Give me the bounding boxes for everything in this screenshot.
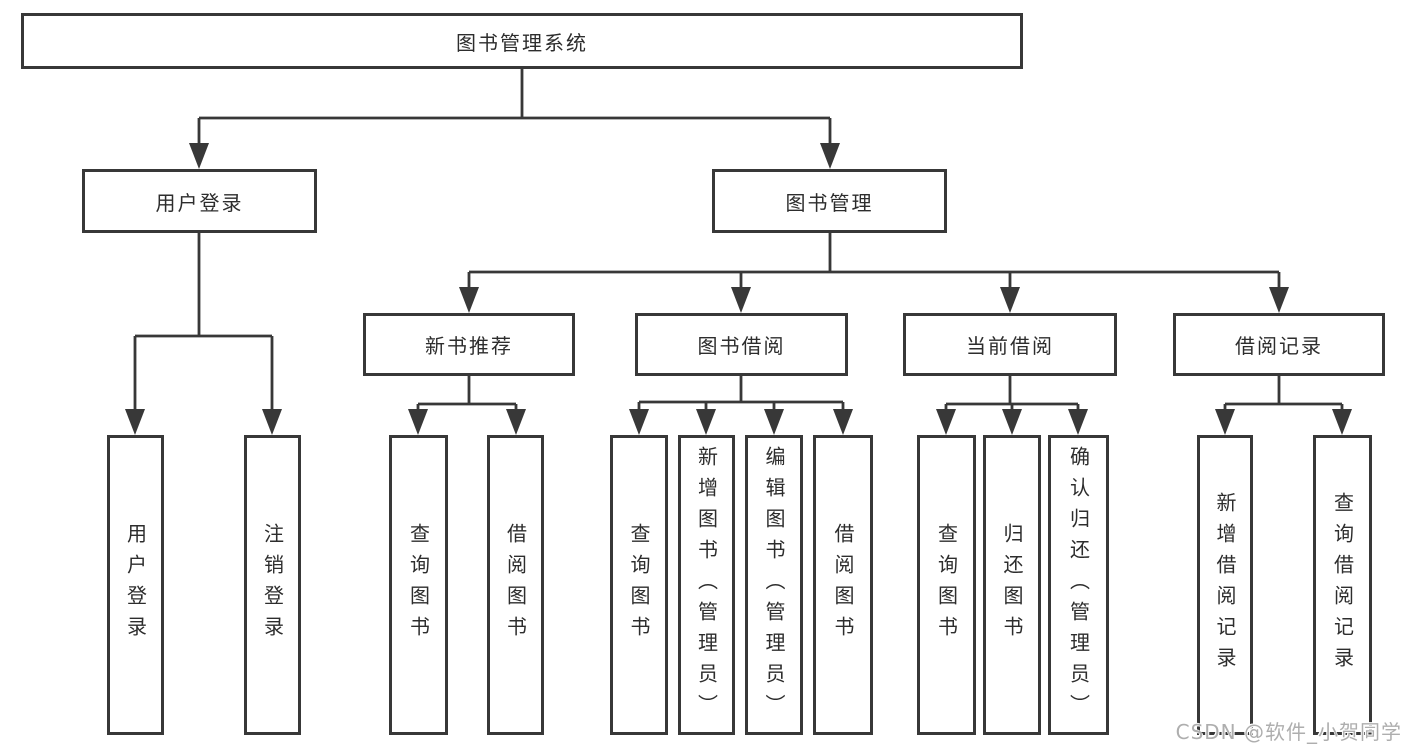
arrow-down-icon <box>820 143 840 169</box>
arrow-down-icon <box>936 409 956 435</box>
connector-book-borrowing-to-leaves <box>629 376 853 435</box>
arrow-down-icon <box>1068 409 1088 435</box>
arrow-down-icon <box>629 409 649 435</box>
node-book-borrowing: 图书借阅 <box>635 313 848 376</box>
arrow-down-icon <box>506 409 526 435</box>
connector-root-to-level2 <box>189 67 840 169</box>
leaf-borrow-books-borrowing: 借阅图书 <box>813 435 873 735</box>
leaf-query-borrow-record: 查询借阅记录 <box>1313 435 1372 735</box>
arrow-down-icon <box>189 143 209 169</box>
leaf-query-books-current: 查询图书 <box>917 435 976 735</box>
node-book-management: 图书管理 <box>712 169 947 233</box>
arrow-down-icon <box>696 409 716 435</box>
arrow-down-icon <box>1000 287 1020 313</box>
arrow-down-icon <box>125 409 145 435</box>
node-user-login: 用户登录 <box>82 169 317 233</box>
node-root: 图书管理系统 <box>21 13 1023 69</box>
connector-new-book-recommend-to-leaves <box>408 376 526 435</box>
leaf-user-login: 用户登录 <box>107 435 164 735</box>
csdn-watermark: CSDN @软件_小贺同学 <box>1175 720 1402 744</box>
connector-user-login-to-leaves <box>125 233 282 435</box>
arrow-down-icon <box>262 409 282 435</box>
node-borrowing-records: 借阅记录 <box>1173 313 1385 376</box>
arrow-down-icon <box>833 409 853 435</box>
leaf-add-borrow-record: 新增借阅记录 <box>1197 435 1253 735</box>
arrow-down-icon <box>459 287 479 313</box>
arrow-down-icon <box>408 409 428 435</box>
leaf-query-books-recommend: 查询图书 <box>389 435 448 735</box>
leaf-logout: 注销登录 <box>244 435 301 735</box>
connector-current-borrowing-to-leaves <box>936 376 1088 435</box>
leaf-confirm-return-admin: 确认归还（管理员） <box>1048 435 1109 735</box>
leaf-query-books-borrowing: 查询图书 <box>610 435 668 735</box>
node-current-borrowing: 当前借阅 <box>903 313 1117 376</box>
leaf-edit-book-admin: 编辑图书（管理员） <box>745 435 803 735</box>
connector-book-management-to-level3 <box>459 233 1289 313</box>
arrow-down-icon <box>1002 409 1022 435</box>
node-new-book-recommend: 新书推荐 <box>363 313 575 376</box>
arrow-down-icon <box>1269 287 1289 313</box>
arrow-down-icon <box>1332 409 1352 435</box>
leaf-add-book-admin: 新增图书（管理员） <box>678 435 735 735</box>
leaf-borrow-books-recommend: 借阅图书 <box>487 435 544 735</box>
arrow-down-icon <box>731 287 751 313</box>
connector-borrowing-records-to-leaves <box>1215 376 1352 435</box>
leaf-return-books: 归还图书 <box>983 435 1041 735</box>
arrow-down-icon <box>1215 409 1235 435</box>
arrow-down-icon <box>764 409 784 435</box>
